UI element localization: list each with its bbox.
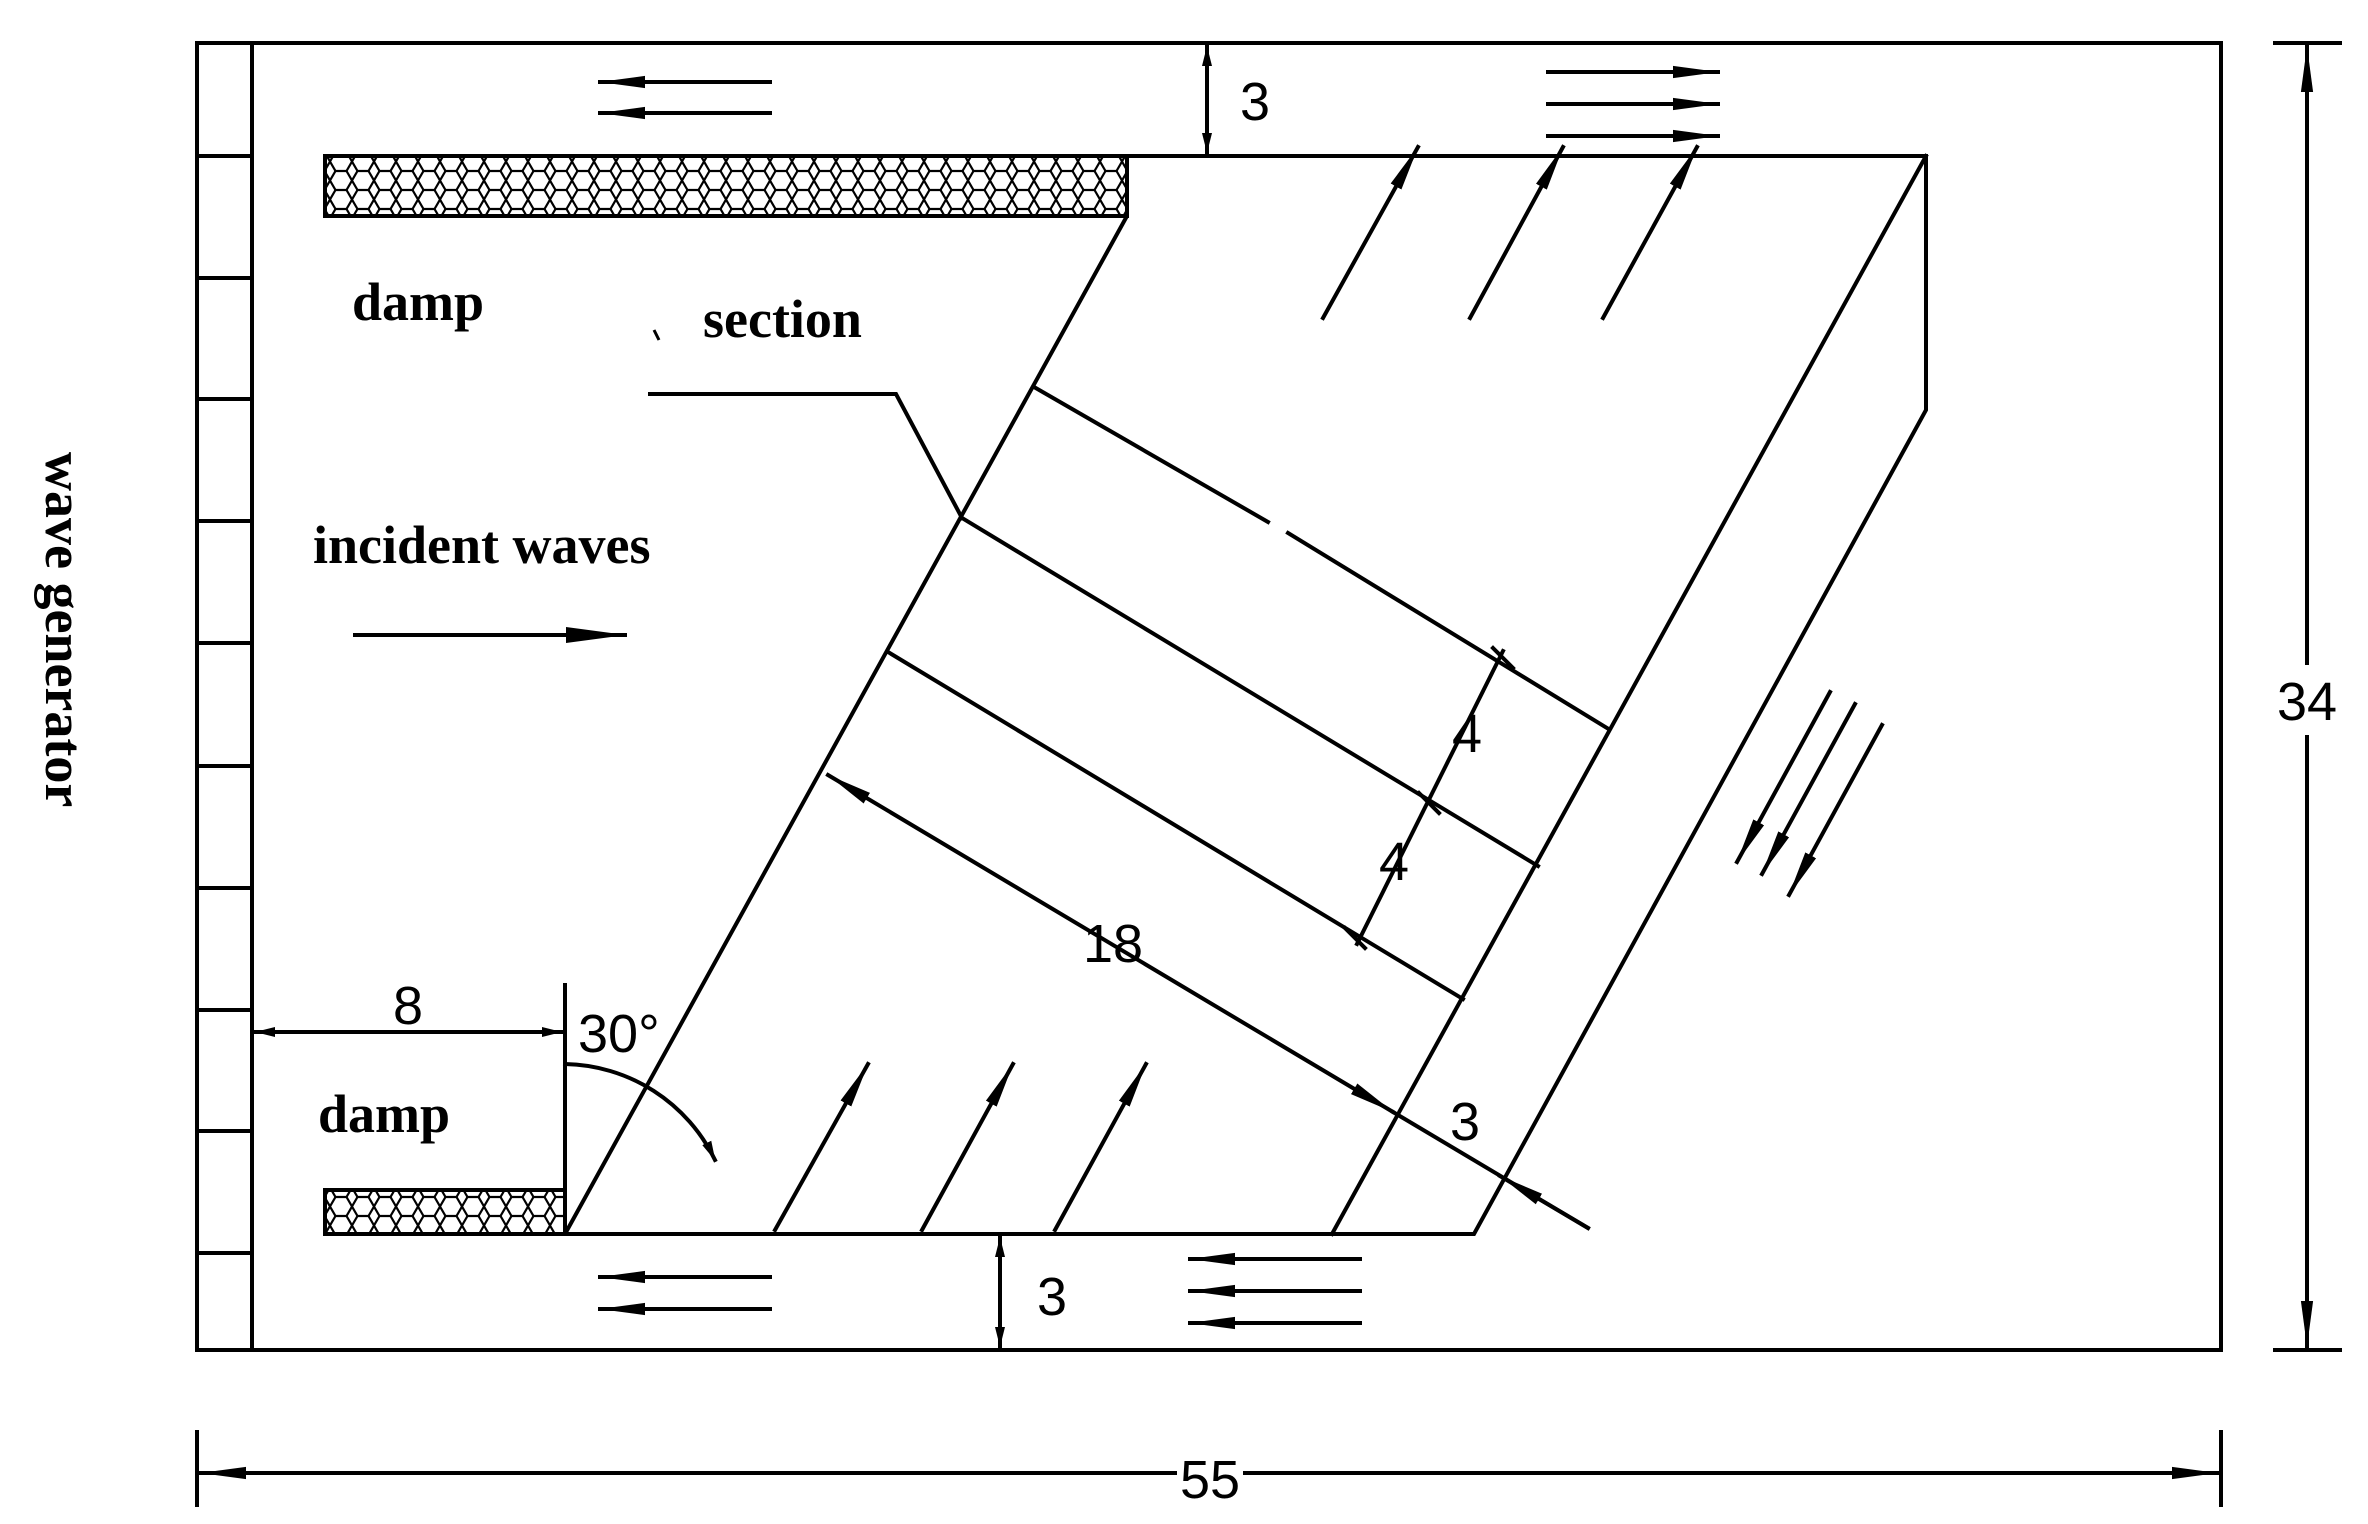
dim-spacing-1-label: 4 [1452,704,1482,764]
incident-waves-label: incident waves [313,515,651,575]
flow-arrows-bottom-right [1188,1252,1362,1330]
dim-height-label: 34 [2277,672,2337,732]
dim-spacing-line [1354,648,1506,947]
angle-arc [562,1061,718,1163]
damp-label-bottom: damp [318,1084,450,1144]
dim-spacing-tick-3 [1342,925,1368,951]
basin-outline [195,41,2223,1352]
section-leader-line [648,392,965,521]
damp-zone-bottom [323,1188,567,1236]
dim-spacing-2-label: 4 [1379,832,1409,892]
dim-spacing-tick-1 [1490,645,1516,671]
section-lines [885,384,1610,1002]
dim-gap-top-label: 3 [1240,72,1270,132]
damp-label-top: damp [352,272,484,332]
dim-width-end-label: 3 [1450,1092,1480,1152]
outflow-arrows-right [1734,689,1885,898]
dim-offset-left-label: 8 [393,976,423,1036]
wave-generator-paddles [195,41,254,1352]
dim-width-end-arrow [1497,1173,1591,1231]
wave-generator-label: wave generator [34,452,94,807]
dim-gap-bottom-label: 3 [1037,1267,1067,1327]
dim-spacing-tick-2 [1416,790,1442,816]
flow-arrows-bottom-left [598,1270,772,1316]
flow-arrows-top-left [598,75,772,120]
propagation-arrows-upper [1320,144,1700,321]
propagation-arrows-lower [772,1061,1149,1233]
dim-length-label: 18 [1083,914,1143,974]
dim-width-label-bg [1177,1440,1243,1502]
dim-width-label: 55 [1180,1450,1240,1510]
section-label: section [703,289,862,349]
flow-arrows-top-right [1546,65,1720,143]
channel-inner-wall [1329,153,1929,1237]
damp-zone-top [323,154,1129,218]
angle-label: 30° [578,1004,660,1064]
dim-length-arrow [825,772,1396,1115]
section-leader-tick [652,329,661,341]
dim-height-label-bg [2275,665,2339,735]
